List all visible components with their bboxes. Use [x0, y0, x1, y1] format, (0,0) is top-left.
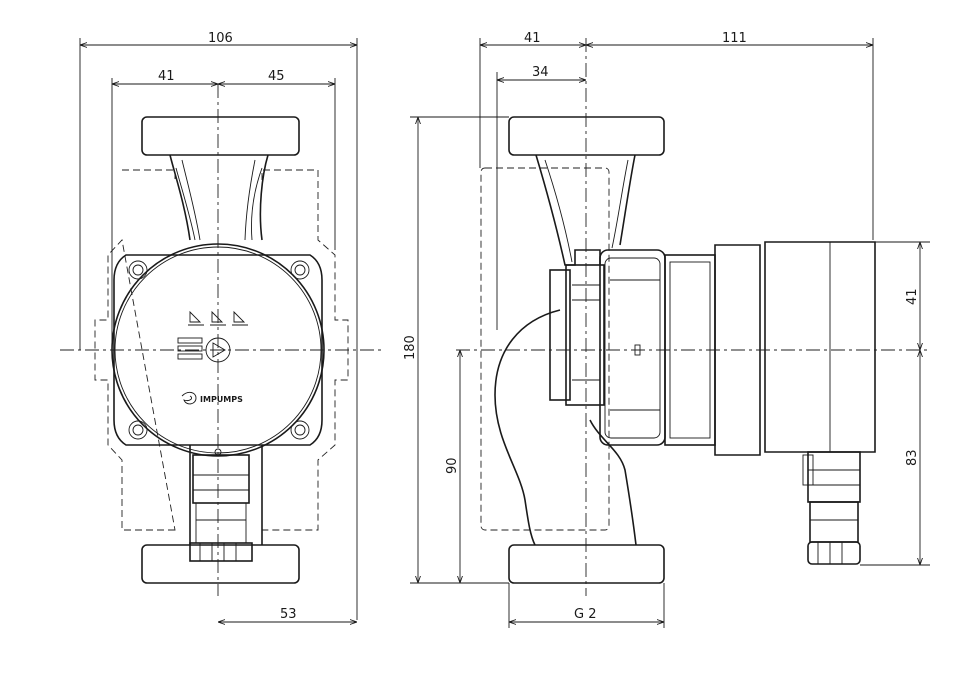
- dim-axis-height: 90: [445, 457, 460, 474]
- dim-thread: G 2: [574, 607, 596, 622]
- side-cable-gland: [807, 451, 861, 503]
- dim-bottom-offset: 53: [280, 607, 297, 622]
- screw-tl: [128, 260, 148, 280]
- screw-bl: [128, 420, 148, 440]
- side-pump-body: [494, 154, 637, 546]
- dim-axis-to-motor-end: 111: [722, 31, 747, 46]
- motor-body: [714, 244, 761, 456]
- dim-lower-box: 83: [905, 449, 920, 466]
- front-envelope-outline: [94, 169, 349, 531]
- side-dimensions: 41 111 34 180 90 41 83 G 2: [403, 31, 930, 628]
- motor-front-cap: [599, 249, 666, 446]
- side-view: [456, 38, 930, 596]
- side-top-flange: [508, 116, 665, 156]
- top-neck: [169, 154, 269, 241]
- screw-tr: [290, 260, 310, 280]
- brand-logo: [181, 391, 197, 405]
- dim-overall-width: 106: [208, 31, 233, 46]
- screw-br: [290, 420, 310, 440]
- side-envelope-outline: [480, 167, 610, 531]
- cable-gland: [192, 454, 250, 504]
- dim-overall-height: 180: [403, 335, 418, 360]
- dim-inner-offset: 34: [532, 65, 549, 80]
- bottom-neck: [189, 445, 263, 545]
- dim-left-half: 41: [158, 69, 175, 84]
- top-flange: [141, 116, 300, 156]
- dim-right-half: 45: [268, 69, 285, 84]
- front-view: IMPUMPS: [60, 84, 382, 596]
- mode-symbols-icon: [188, 310, 248, 326]
- motor-adapter: [549, 269, 571, 401]
- side-bottom-flange: [508, 544, 665, 584]
- pump-housing: [113, 254, 323, 446]
- dim-upper-box: 41: [905, 288, 920, 305]
- brand-label: IMPUMPS: [200, 395, 243, 404]
- bottom-flange: [141, 544, 300, 584]
- front-dimensions: 106 41 45 53: [79, 31, 358, 622]
- dim-flange-to-axis: 41: [524, 31, 541, 46]
